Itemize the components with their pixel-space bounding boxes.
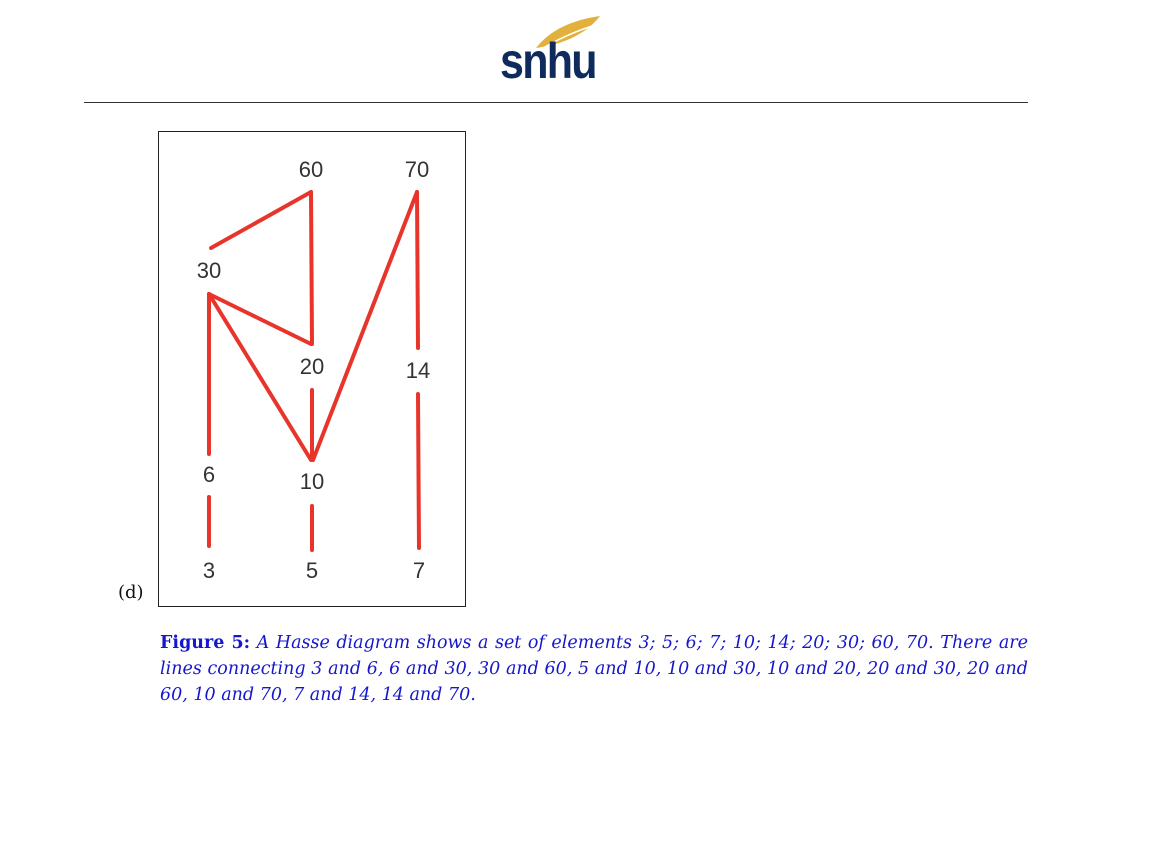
edge-20-30 [207, 292, 313, 346]
node-7: 7 [413, 558, 425, 583]
diagram-nodes: 60 70 30 20 14 6 10 3 5 7 [197, 157, 430, 583]
node-3: 3 [203, 558, 215, 583]
node-6: 6 [203, 462, 215, 487]
node-20: 20 [300, 354, 324, 379]
edge-10-70 [311, 190, 419, 462]
caption-text: A Hasse diagram shows a set of elements … [160, 633, 1028, 705]
edge-14-70 [415, 190, 420, 350]
edge-30-60 [209, 190, 313, 250]
header-divider [84, 102, 1028, 103]
figure-caption: Figure 5: A Hasse diagram shows a set of… [160, 630, 1028, 708]
snhu-logo: snhu [500, 14, 610, 92]
subfigure-label: (d) [118, 582, 144, 603]
node-70: 70 [405, 157, 429, 182]
edge-20-60 [309, 190, 314, 346]
leaf-icon [536, 16, 600, 51]
node-60: 60 [299, 157, 323, 182]
logo-wordmark: snhu [500, 33, 598, 89]
edge-7-14 [416, 392, 421, 550]
node-30: 30 [197, 258, 221, 283]
hasse-diagram: 60 70 30 20 14 6 10 3 5 7 [158, 131, 466, 607]
node-5: 5 [306, 558, 318, 583]
hasse-diagram-canvas: 60 70 30 20 14 6 10 3 5 7 [197, 157, 430, 583]
page-header: snhu [0, 0, 1176, 100]
node-14: 14 [406, 358, 430, 383]
figure-number: Figure 5: [160, 633, 251, 653]
edge-10-30 [207, 292, 313, 462]
node-10: 10 [300, 469, 324, 494]
diagram-edges [207, 190, 421, 552]
